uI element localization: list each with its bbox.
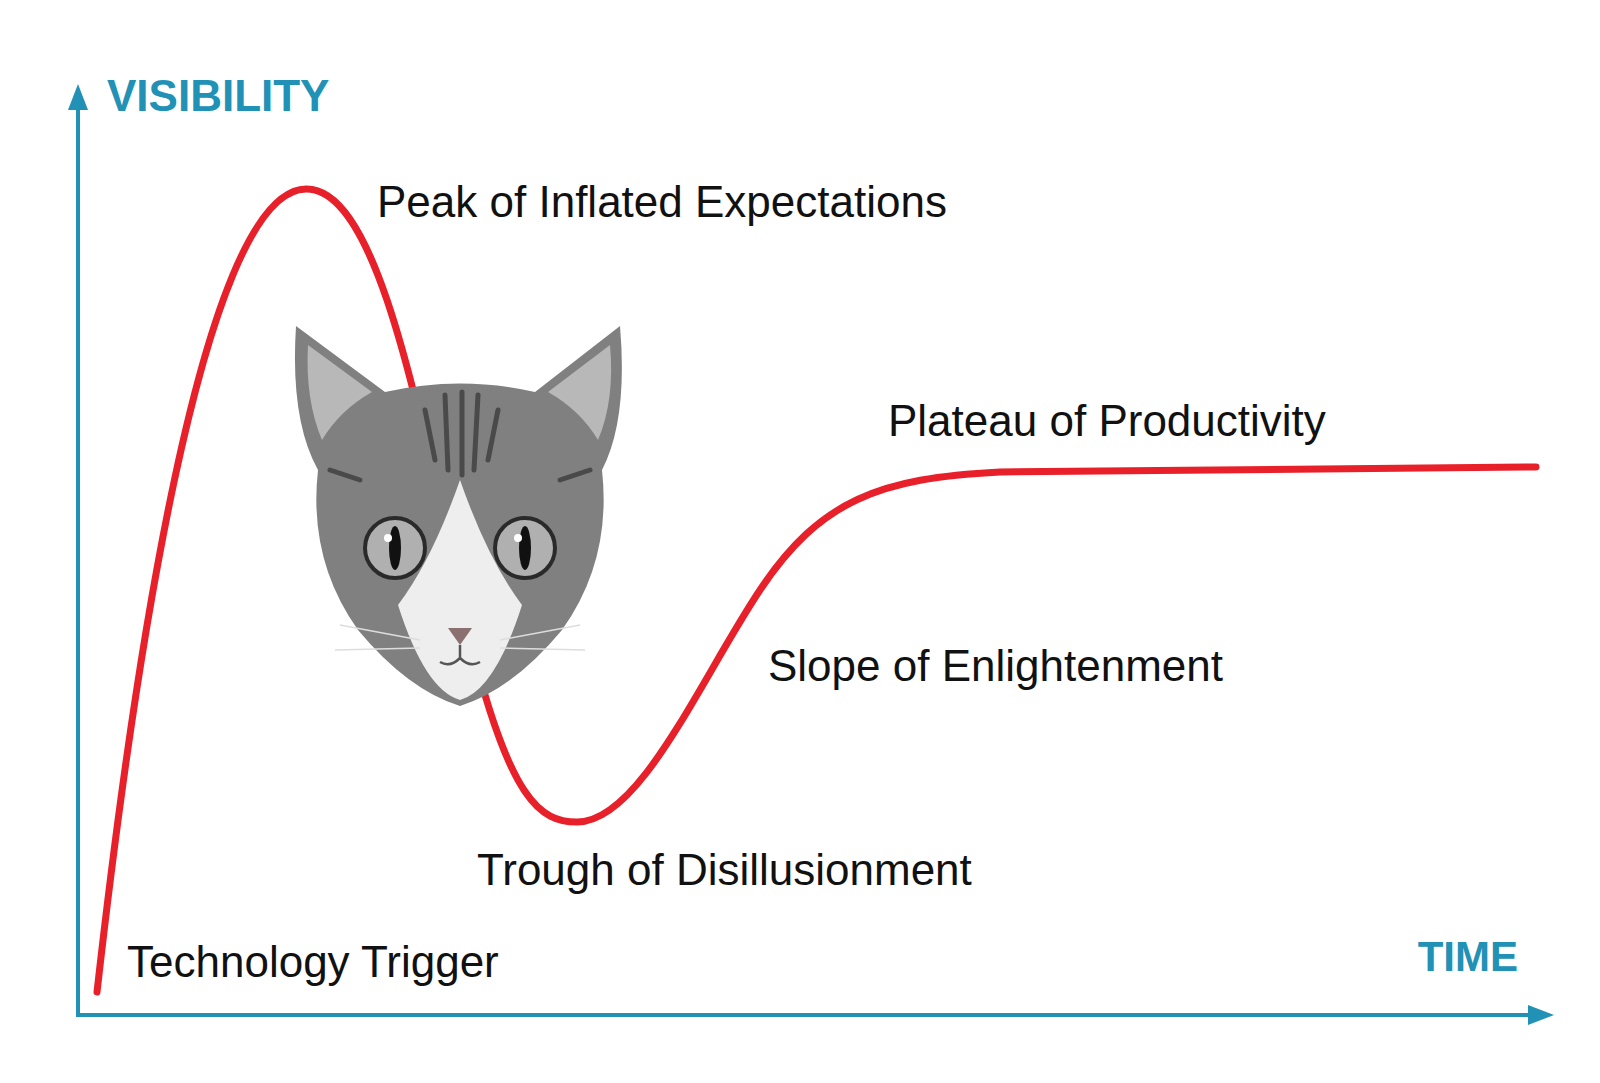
cat-eye-shine [384,534,392,542]
x-axis-arrowhead [1528,1005,1554,1025]
phase-label: Trough of Disillusionment [477,844,972,897]
cat-head-outline [295,326,622,706]
axis-title: VISIBILITY [107,70,329,123]
cat-eye [365,518,425,578]
phase-label: Plateau of Productivity [888,395,1326,448]
cat-mouth [440,645,480,664]
y-axis [76,100,80,1015]
y-axis-arrowhead [68,84,88,110]
cat-stripes [330,392,590,480]
phase-label: Peak of Inflated Expectations [377,176,947,229]
axes [68,84,1554,1025]
axis-title: TIME [1418,932,1518,982]
cat-head [295,326,622,706]
cat-pupil [389,526,401,570]
phase-label: Technology Trigger [127,936,499,989]
phase-label: Slope of Enlightenment [768,640,1223,693]
cat-ear-inner [548,345,611,440]
x-axis [76,1013,1540,1017]
cat-pupil [519,526,531,570]
cat-ear-inner [308,345,372,440]
hype-curve [97,189,1536,992]
cat-eye [495,518,555,578]
cat-nose [448,628,472,645]
cat-muzzle [398,480,522,700]
cat-whiskers [335,625,585,650]
cat-eye-shine [514,534,522,542]
